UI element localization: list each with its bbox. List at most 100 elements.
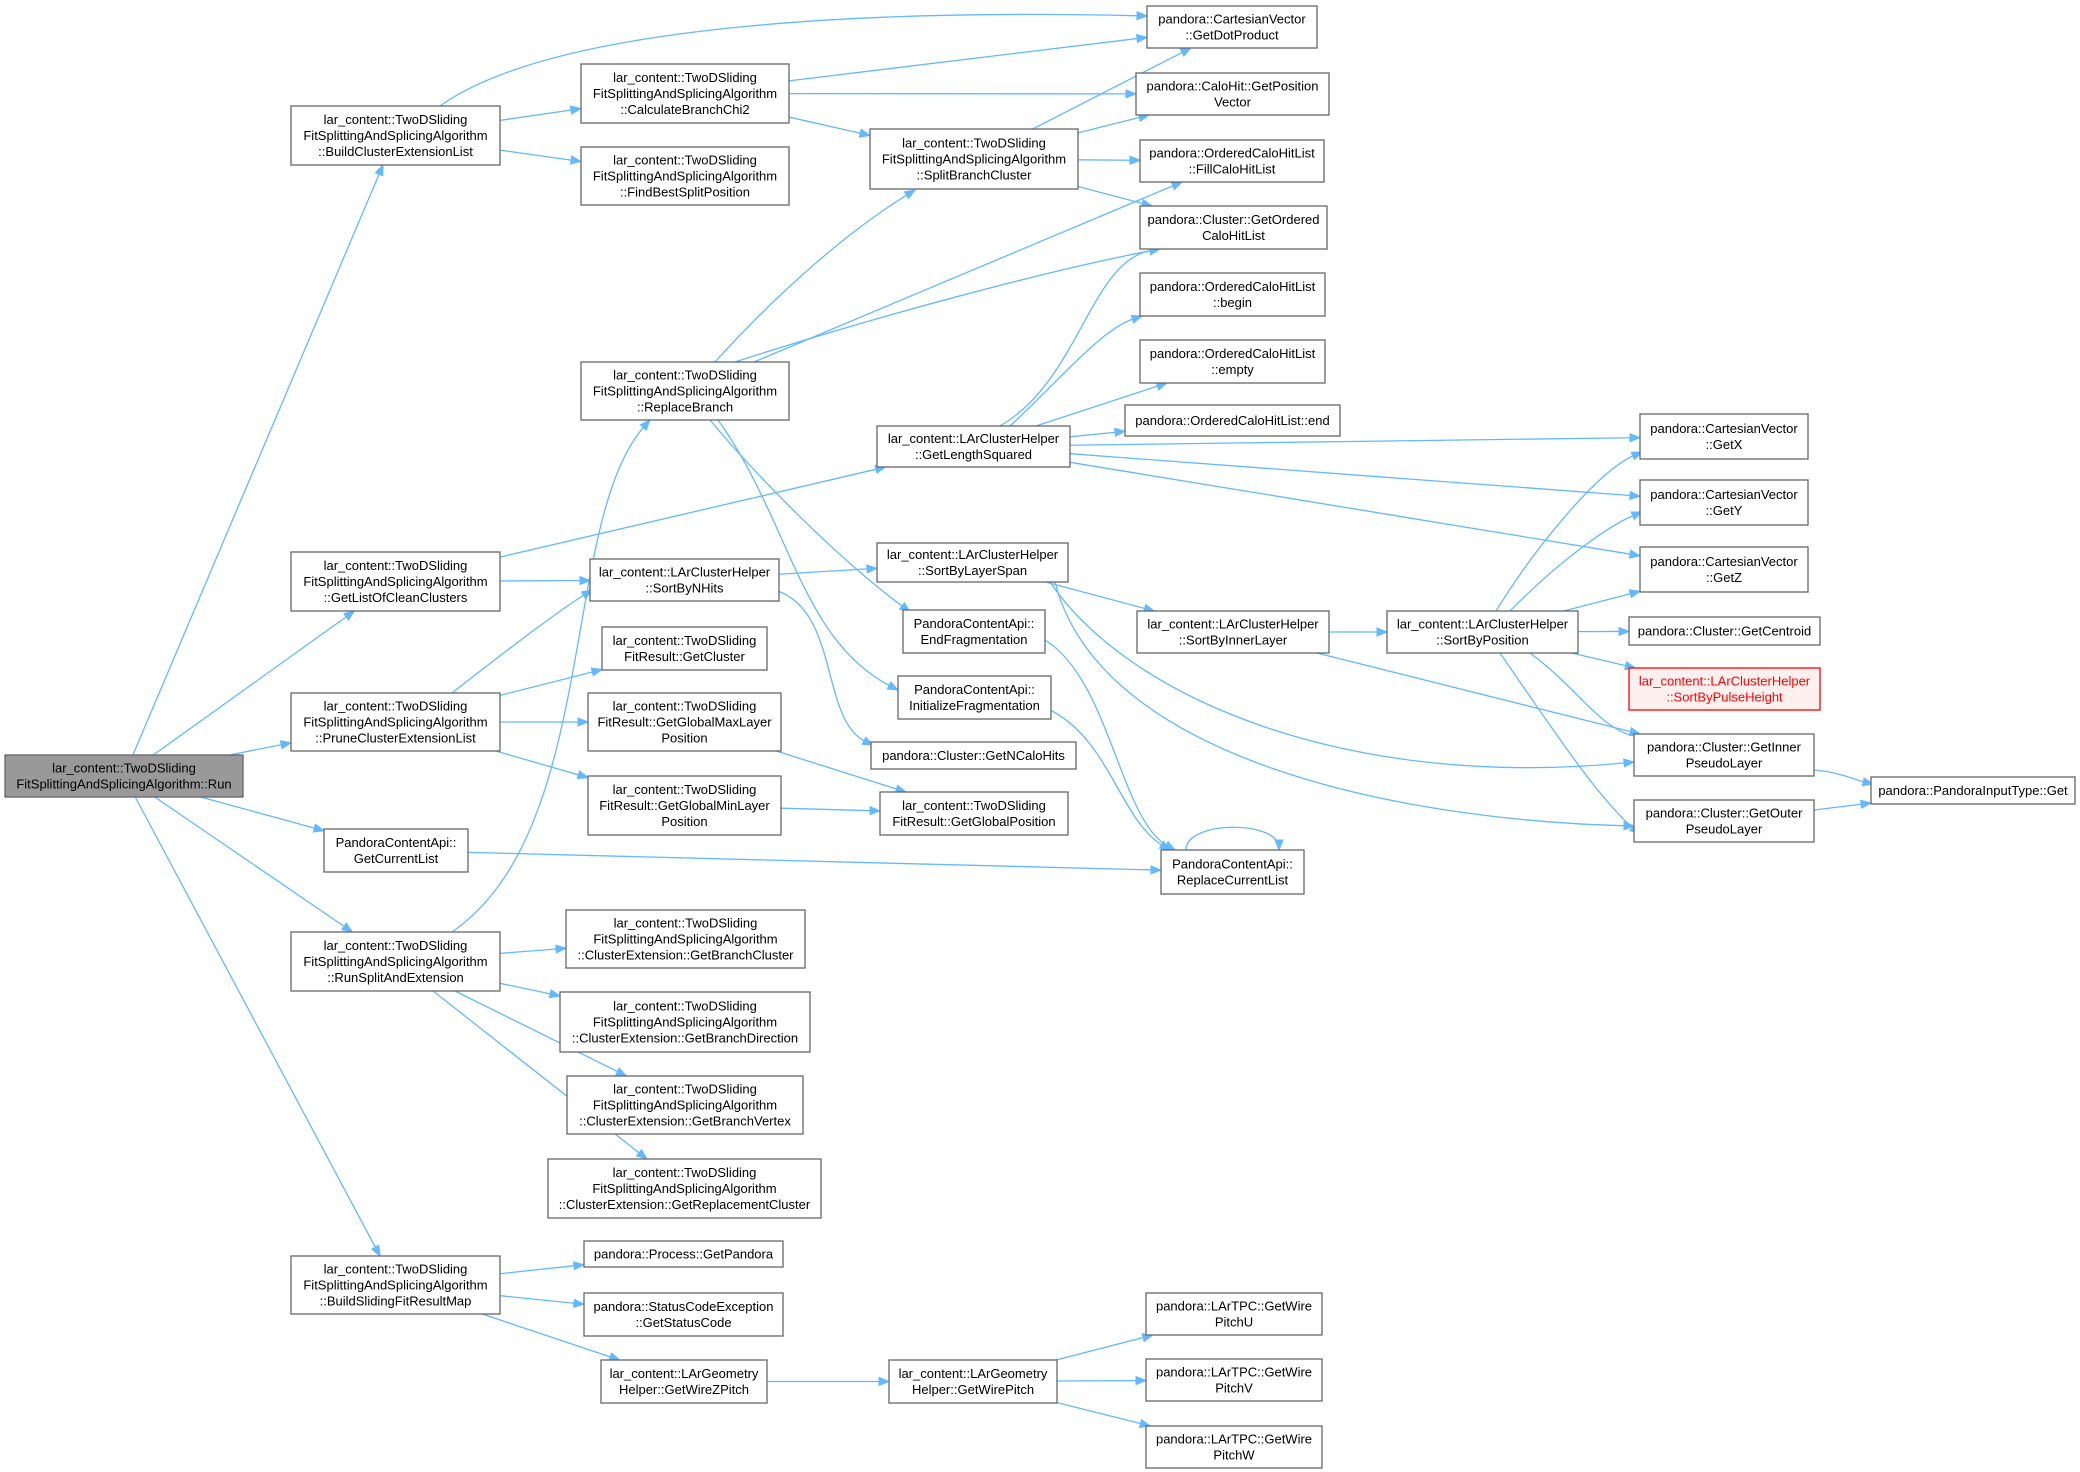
node-label-line: pandora::OrderedCaloHitList xyxy=(1150,346,1316,361)
edge-cbc-to-sbc-arrowhead xyxy=(858,128,872,138)
node-label-line: ::empty xyxy=(1211,362,1254,377)
node-ochl_empty[interactable]: pandora::OrderedCaloHitList::empty xyxy=(1139,339,1326,384)
node-sbp[interactable]: lar_content::LArClusterHelper::SortByPos… xyxy=(1386,610,1579,654)
node-pca_gcl[interactable]: PandoraContentApi::GetCurrentList xyxy=(323,828,469,873)
node-glocc[interactable]: lar_content::TwoDSlidingFitSplittingAndS… xyxy=(290,551,501,612)
node-sbph[interactable]: lar_content::LArClusterHelper::SortByPul… xyxy=(1628,667,1821,711)
node-fr_gc[interactable]: lar_content::TwoDSlidingFitResult::GetCl… xyxy=(601,626,768,671)
edge-rb-to-fchl-arrowhead xyxy=(1170,181,1184,191)
edge-glsq-to-getz xyxy=(1069,461,1633,556)
node-label-line: lar_content::LArClusterHelper xyxy=(888,431,1060,446)
edge-if-to-rcl xyxy=(1049,709,1164,847)
node-label-line: EndFragmentation xyxy=(921,632,1028,647)
node-gety[interactable]: pandora::CartesianVector::GetY xyxy=(1639,479,1809,526)
node-glsq[interactable]: lar_content::LArClusterHelper::GetLength… xyxy=(876,425,1071,468)
node-ochl_begin[interactable]: pandora::OrderedCaloHitList::begin xyxy=(1139,272,1326,317)
node-fr_ggp[interactable]: lar_content::TwoDSlidingFitResult::GetGl… xyxy=(879,791,1069,836)
node-rb[interactable]: lar_content::TwoDSlidingFitSplittingAndS… xyxy=(580,361,790,421)
edge-rsae-to-ce_gbd-arrowhead xyxy=(548,989,562,999)
node-label-line: lar_content::TwoDSliding xyxy=(324,112,468,127)
node-sbc[interactable]: lar_content::TwoDSlidingFitSplittingAndS… xyxy=(869,128,1079,190)
node-label-line: ::ClusterExtension::GetBranchVertex xyxy=(579,1113,791,1128)
node-sbnh[interactable]: lar_content::LArClusterHelper::SortByNHi… xyxy=(589,558,780,602)
node-fbsp[interactable]: lar_content::TwoDSlidingFitSplittingAndS… xyxy=(580,146,790,206)
node-label-line: pandora::CartesianVector xyxy=(1650,421,1798,436)
node-rsae[interactable]: lar_content::TwoDSlidingFitSplittingAndS… xyxy=(290,931,501,992)
node-label-line: FitResult::GetGlobalPosition xyxy=(892,814,1055,829)
node-ce_grc[interactable]: lar_content::TwoDSlidingFitSplittingAndS… xyxy=(547,1158,822,1219)
node-run[interactable]: lar_content::TwoDSlidingFitSplittingAndS… xyxy=(4,754,244,798)
node-pit[interactable]: pandora::PandoraInputType::Get xyxy=(1870,776,2076,805)
node-ef[interactable]: PandoraContentApi::EndFragmentation xyxy=(902,609,1046,654)
node-box xyxy=(580,361,790,421)
node-box xyxy=(1124,404,1341,437)
node-box xyxy=(559,991,811,1053)
node-box xyxy=(601,626,768,671)
node-label-line: lar_content::TwoDSliding xyxy=(902,798,1046,813)
node-gp[interactable]: pandora::Process::GetPandora xyxy=(583,1240,784,1268)
node-cbc[interactable]: lar_content::TwoDSlidingFitSplittingAndS… xyxy=(580,63,790,124)
node-sce[interactable]: pandora::StatusCodeException::GetStatusC… xyxy=(583,1292,784,1337)
node-sbls[interactable]: lar_content::LArClusterHelper::SortByLay… xyxy=(876,542,1069,583)
node-label-line: pandora::Process::GetPandora xyxy=(594,1246,774,1261)
node-sbil[interactable]: lar_content::LArClusterHelper::SortByInn… xyxy=(1136,610,1330,654)
node-label-line: FitResult::GetGlobalMaxLayer xyxy=(597,714,772,729)
node-ochl_end[interactable]: pandora::OrderedCaloHitList::end xyxy=(1124,404,1341,437)
node-label-line: FitSplittingAndSplicingAlgorithm xyxy=(593,1014,777,1029)
node-label-line: lar_content::TwoDSliding xyxy=(52,760,196,775)
edge-run-to-rsae-arrowhead xyxy=(340,922,354,933)
edge-glsq-to-getx-arrowhead xyxy=(1629,433,1642,443)
edge-sbc-to-dot-arrowhead xyxy=(1179,47,1193,58)
node-pcel[interactable]: lar_content::TwoDSlidingFitSplittingAndS… xyxy=(290,692,501,752)
node-bcel[interactable]: lar_content::TwoDSlidingFitSplittingAndS… xyxy=(290,105,501,166)
node-gnch[interactable]: pandora::Cluster::GetNCaloHits xyxy=(870,741,1077,770)
node-label-line: FitSplittingAndSplicingAlgorithm xyxy=(593,1097,777,1112)
edge-run-to-pca_gcl-arrowhead xyxy=(312,823,326,833)
node-getz[interactable]: pandora::CartesianVector::GetZ xyxy=(1639,546,1809,593)
node-gwzp[interactable]: lar_content::LArGeometryHelper::GetWireZ… xyxy=(600,1359,768,1404)
node-fr_gmin[interactable]: lar_content::TwoDSlidingFitResult::GetGl… xyxy=(587,775,782,836)
node-label-line: ::CalculateBranchChi2 xyxy=(620,102,749,117)
edge-gwzp-to-gwp-arrowhead xyxy=(878,1376,891,1387)
edge-bcel-to-dot xyxy=(439,13,1140,107)
node-rcl[interactable]: PandoraContentApi::ReplaceCurrentList xyxy=(1160,849,1305,895)
node-label-line: ::SortByPulseHeight xyxy=(1666,689,1783,704)
node-dot[interactable]: pandora::CartesianVector::GetDotProduct xyxy=(1146,5,1318,49)
node-label-line: lar_content::LArClusterHelper xyxy=(1147,616,1319,631)
node-label-line: ::SplitBranchCluster xyxy=(917,167,1033,182)
edge-cbc-to-sbc xyxy=(788,116,863,135)
edge-bcel-to-dot-arrowhead xyxy=(1136,11,1149,21)
node-label-line: lar_content::TwoDSliding xyxy=(902,135,1046,150)
edge-glsq-to-ochl_empty xyxy=(1035,384,1160,427)
node-box xyxy=(888,1359,1058,1404)
edge-bcel-to-cbc-arrowhead xyxy=(569,105,583,115)
node-bsfrm[interactable]: lar_content::TwoDSlidingFitSplittingAndS… xyxy=(290,1255,501,1315)
node-ce_gbv[interactable]: lar_content::TwoDSlidingFitSplittingAndS… xyxy=(566,1075,804,1135)
node-box xyxy=(1870,776,2076,805)
edge-pcel-to-fr_gmin xyxy=(495,750,581,777)
node-label-line: ::BuildClusterExtensionList xyxy=(318,144,473,159)
node-fchl[interactable]: pandora::OrderedCaloHitList::FillCaloHit… xyxy=(1139,139,1325,183)
node-getx[interactable]: pandora::CartesianVector::GetX xyxy=(1639,413,1809,460)
edge-rb-to-fchl xyxy=(753,184,1175,363)
edge-bsfrm-to-gp xyxy=(499,1264,577,1275)
node-fr_gmax[interactable]: lar_content::TwoDSlidingFitResult::GetGl… xyxy=(587,692,782,752)
node-box xyxy=(1628,667,1821,711)
node-gwp[interactable]: lar_content::LArGeometryHelper::GetWireP… xyxy=(888,1359,1058,1404)
node-if[interactable]: PandoraContentApi::InitializeFragmentati… xyxy=(897,675,1052,720)
edge-run-to-glocc-arrowhead xyxy=(343,610,356,621)
node-box xyxy=(1139,272,1326,317)
node-label-line: ::begin xyxy=(1213,295,1252,310)
node-label-line: lar_content::LArClusterHelper xyxy=(1639,673,1811,688)
node-ce_gbc[interactable]: lar_content::TwoDSlidingFitSplittingAndS… xyxy=(565,909,806,969)
node-centroid[interactable]: pandora::Cluster::GetCentroid xyxy=(1628,616,1821,646)
node-ce_gbd[interactable]: lar_content::TwoDSlidingFitSplittingAndS… xyxy=(559,991,811,1053)
